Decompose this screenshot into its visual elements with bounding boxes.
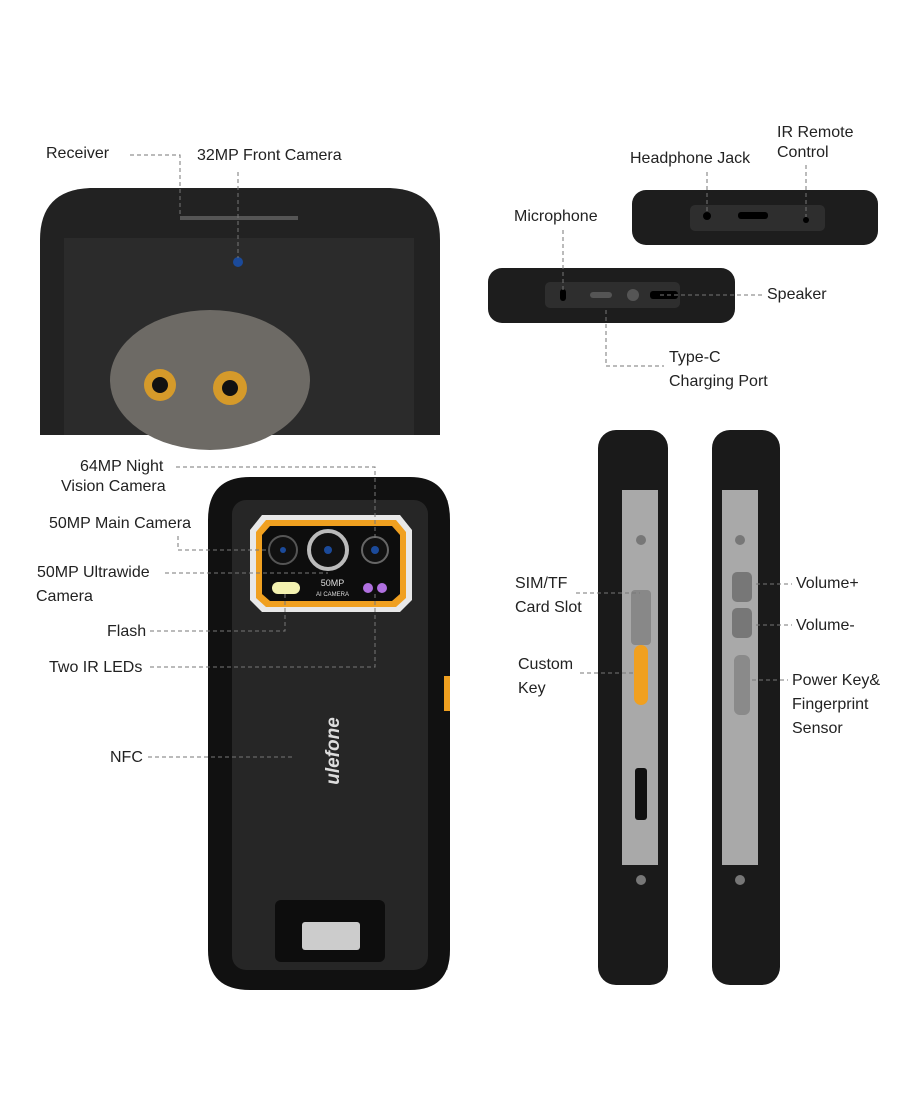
label-volume-down: Volume- [796,617,855,634]
label-sim-1: SIM/TF [515,575,568,592]
label-typec-1: Type-C [669,349,721,366]
label-custom-1: Custom [518,656,574,673]
label-front-camera: 32MP Front Camera [197,147,342,164]
right-side-view [712,430,780,985]
camera-badge-sub: AI CAMERA [316,592,350,598]
label-power-2: Fingerprint [792,696,869,713]
label-night-cam-1: 64MP Night [80,458,164,475]
label-custom-2: Key [518,680,546,697]
label-ir-remote-1: IR Remote [777,124,854,141]
label-night-cam-2: Vision Camera [61,478,166,495]
label-speaker: Speaker [767,286,827,303]
camera-badge: 50MP AI CAMERA [316,578,349,600]
front-camera-icon [233,257,243,267]
label-microphone: Microphone [514,208,598,225]
brand-logo: ulefone [322,717,344,785]
top-edge-view [632,190,878,245]
bottom-edge-view [488,268,735,323]
label-power-3: Sensor [792,720,843,737]
label-ultrawide-2: Camera [36,588,93,605]
camera-badge-text: 50MP [320,578,345,588]
label-receiver: Receiver [46,145,110,162]
leader-lines [130,154,807,758]
label-typec-2: Charging Port [669,373,768,390]
label-main-cam: 50MP Main Camera [49,515,191,532]
back-phone [208,477,450,990]
label-sim-2: Card Slot [515,599,582,616]
label-ir-remote-2: Control [777,144,829,161]
label-power-1: Power Key& [792,672,881,689]
front-phone [40,188,440,450]
label-nfc: NFC [110,749,143,766]
label-flash: Flash [107,623,147,640]
label-ultrawide-1: 50MP Ultrawide [37,564,150,581]
left-side-view [598,430,668,985]
label-ir-leds: Two IR LEDs [49,659,143,676]
label-headphone-jack: Headphone Jack [630,150,751,167]
label-volume-up: Volume+ [796,575,859,592]
